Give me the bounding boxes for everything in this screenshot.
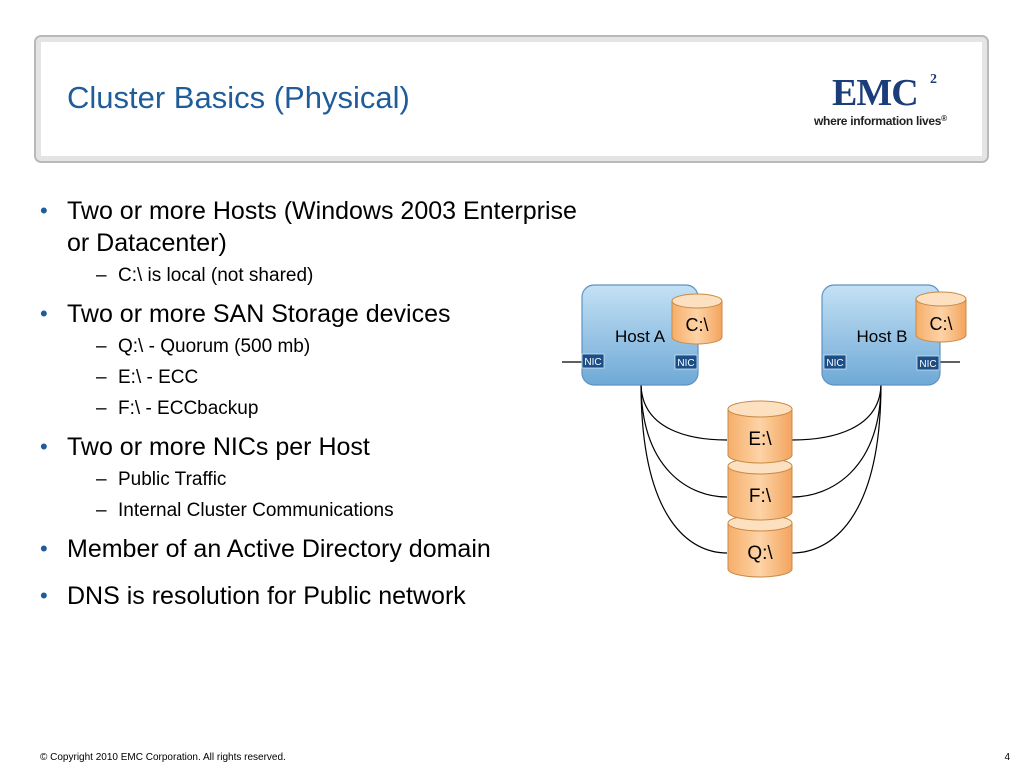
dash-icon: –: [96, 469, 107, 490]
local-disk-icon: C:\: [915, 291, 967, 343]
dash-icon: –: [96, 336, 107, 357]
host-a-label: Host A: [615, 327, 666, 346]
bullet-item: • Two or more Hosts (Windows 2003 Enterpr…: [40, 195, 600, 259]
host-b-label: Host B: [856, 327, 907, 346]
sub-bullet-text: F:\ - ECCbackup: [118, 398, 259, 419]
logo-tagline: where information lives®: [814, 114, 947, 128]
emc-logo: EMC 2 where information lives®: [814, 70, 954, 130]
bullet-text: Two or more Hosts (Windows 2003 Enterpri…: [67, 197, 577, 257]
header-box: [34, 35, 989, 163]
copyright-footer: © Copyright 2010 EMC Corporation. All ri…: [40, 752, 286, 763]
bullet-text: DNS is resolution for Public network: [67, 582, 466, 610]
bullet-dot-icon: •: [40, 434, 48, 459]
nic-icon: [916, 355, 940, 371]
sub-bullet-item: –C:\ is local (not shared): [40, 264, 600, 288]
nic-label: NIC: [677, 358, 694, 369]
sub-bullet-text: E:\ - ECC: [118, 367, 199, 388]
dash-icon: –: [96, 265, 107, 286]
dash-icon: –: [96, 500, 107, 521]
sub-bullet-item: –E:\ - ECC: [40, 366, 600, 390]
logo-superscript: 2: [930, 72, 937, 87]
storage-label: F:\: [749, 486, 772, 507]
nic-label: NIC: [826, 358, 843, 369]
logo-brand: EMC: [832, 72, 919, 114]
nic-label: NIC: [919, 359, 936, 370]
storage-label: E:\: [748, 429, 772, 450]
host-b: Host B NIC NIC C:\: [821, 284, 967, 386]
storage-q-icon: Q:\: [727, 514, 793, 578]
bullet-item: • Two or more NICs per Host: [40, 431, 600, 463]
bullet-dot-icon: •: [40, 198, 48, 223]
slide-title: Cluster Basics (Physical): [67, 80, 410, 115]
connection-lines: [562, 361, 960, 554]
sub-bullet-text: Q:\ - Quorum (500 mb): [118, 336, 311, 357]
bullet-text: Two or more SAN Storage devices: [67, 300, 451, 328]
bullet-list: • Two or more Hosts (Windows 2003 Enterpr…: [40, 195, 600, 612]
sub-bullet-text: Public Traffic: [118, 469, 227, 490]
nic-icon: [674, 354, 698, 370]
storage-label: Q:\: [747, 543, 773, 564]
sub-bullet-item: –Internal Cluster Communications: [40, 499, 600, 523]
bullet-item: • Two or more SAN Storage devices: [40, 298, 600, 330]
storage-f-icon: F:\: [727, 457, 793, 521]
bullet-dot-icon: •: [40, 301, 48, 326]
nic-icon: [581, 353, 605, 369]
bullet-item: • Member of an Active Directory domain: [40, 533, 600, 565]
local-disk-icon: C:\: [671, 293, 723, 345]
bullet-text: Member of an Active Directory domain: [67, 535, 491, 563]
sub-bullet-item: –F:\ - ECCbackup: [40, 397, 600, 421]
disk-label: C:\: [929, 314, 952, 334]
sub-bullet-text: Internal Cluster Communications: [118, 500, 394, 521]
host-a: Host A NIC NIC C:\: [581, 284, 723, 386]
page-number: 4: [1004, 752, 1010, 763]
storage-e-icon: E:\: [727, 400, 793, 464]
dash-icon: –: [96, 398, 107, 419]
sub-bullet-item: –Public Traffic: [40, 468, 600, 492]
sub-bullet-item: –Q:\ - Quorum (500 mb): [40, 335, 600, 359]
disk-label: C:\: [685, 315, 708, 335]
bullet-item: • DNS is resolution for Public network: [40, 580, 600, 612]
bullet-dot-icon: •: [40, 536, 48, 561]
dash-icon: –: [96, 367, 107, 388]
bullet-dot-icon: •: [40, 583, 48, 608]
nic-icon: [823, 354, 847, 370]
bullet-text: Two or more NICs per Host: [67, 433, 370, 461]
sub-bullet-text: C:\ is local (not shared): [118, 265, 314, 286]
nic-label: NIC: [584, 357, 601, 368]
